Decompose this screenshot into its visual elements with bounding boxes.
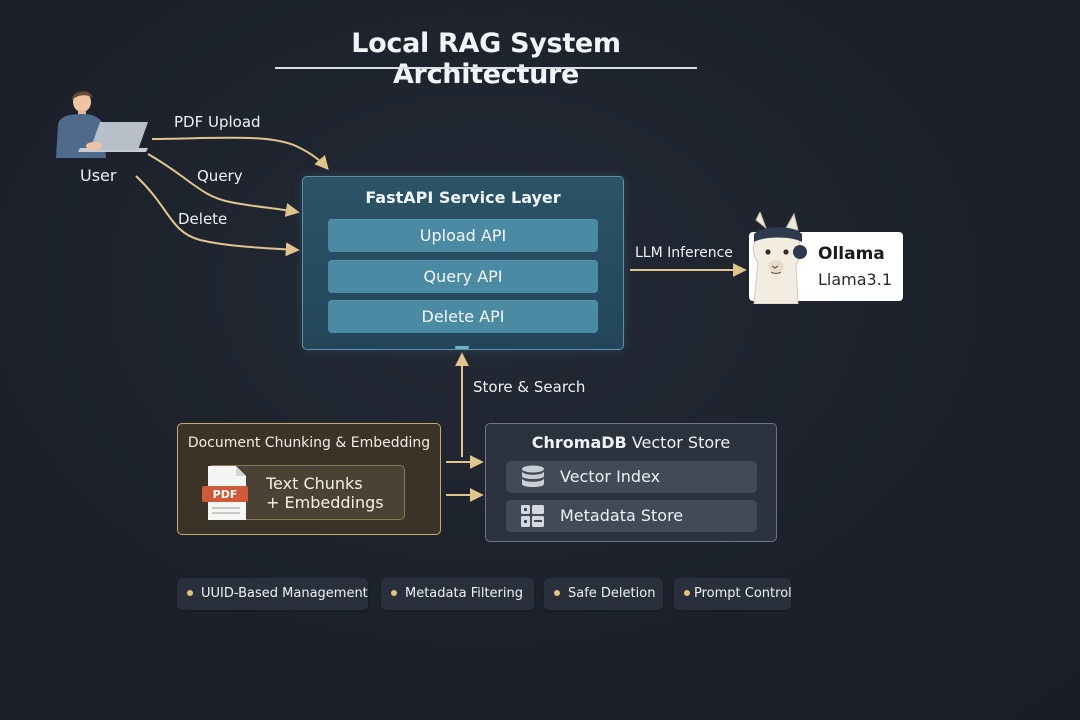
feature-label: Safe Deletion (568, 586, 656, 601)
metadata-table-icon (521, 505, 544, 527)
vector-index-label: Vector Index (560, 467, 661, 486)
metadata-store-row[interactable]: Metadata Store (506, 500, 757, 532)
upload-api-button[interactable]: Upload API (328, 219, 598, 252)
text-chunks-line2: + Embeddings (266, 493, 384, 512)
edge-label-store-search: Store & Search (473, 378, 586, 396)
bullet-dot-icon (391, 589, 397, 596)
ollama-name: Ollama (818, 244, 885, 264)
title-underline (275, 67, 697, 69)
diagram-title: Local RAG System Architecture (351, 28, 621, 90)
fastapi-connector-handle (455, 346, 469, 349)
user-laptop-icon (56, 91, 148, 158)
document-chunking-box: Document Chunking & Embedding PDF Text C… (177, 423, 441, 535)
chromadb-title: ChromaDB Vector Store (486, 433, 776, 452)
document-chunking-title: Document Chunking & Embedding (187, 435, 431, 451)
edge-label-pdf-upload: PDF Upload (174, 113, 261, 131)
bullet-dot-icon (187, 589, 193, 596)
ollama-model: Llama3.1 (818, 270, 892, 289)
feature-label: Metadata Filtering (405, 586, 523, 601)
bullet-dot-icon (684, 589, 690, 596)
database-icon (522, 465, 544, 487)
feature-pill-prompt-control: Prompt Control (674, 578, 792, 610)
chromadb-vector-store: ChromaDB Vector Store Vector Index Metad… (485, 423, 777, 542)
chromadb-title-rest: Vector Store (626, 433, 731, 452)
text-chunks-line1: Text Chunks (266, 474, 363, 493)
edge-label-delete: Delete (178, 210, 228, 228)
vector-index-row[interactable]: Vector Index (506, 461, 757, 493)
edge-label-query: Query (197, 167, 243, 185)
user-label: User (80, 166, 117, 185)
feature-pill-safe-deletion: Safe Deletion (544, 578, 663, 610)
pdf-file-icon: PDF (202, 466, 248, 520)
feature-label: Prompt Control (694, 586, 792, 601)
feature-pill-metadata-filtering: Metadata Filtering (381, 578, 534, 610)
delete-api-button[interactable]: Delete API (328, 300, 598, 333)
arrow-pdf-upload (151, 136, 329, 171)
fastapi-title: FastAPI Service Layer (365, 188, 561, 207)
pdf-badge-text: PDF (213, 488, 238, 501)
feature-pill-uuid: UUID-Based Management (177, 578, 368, 610)
text-chunks-label: Text Chunks + Embeddings (266, 474, 384, 512)
feature-label: UUID-Based Management (201, 586, 368, 601)
chromadb-title-bold: ChromaDB (531, 433, 627, 452)
bullet-dot-icon (554, 589, 560, 596)
metadata-store-label: Metadata Store (560, 506, 684, 525)
query-api-button[interactable]: Query API (328, 260, 598, 293)
llama-icon (753, 212, 807, 304)
fastapi-service-layer: FastAPI Service Layer Upload API Query A… (302, 176, 624, 350)
edge-label-llm-inference: LLM Inference (635, 245, 733, 261)
